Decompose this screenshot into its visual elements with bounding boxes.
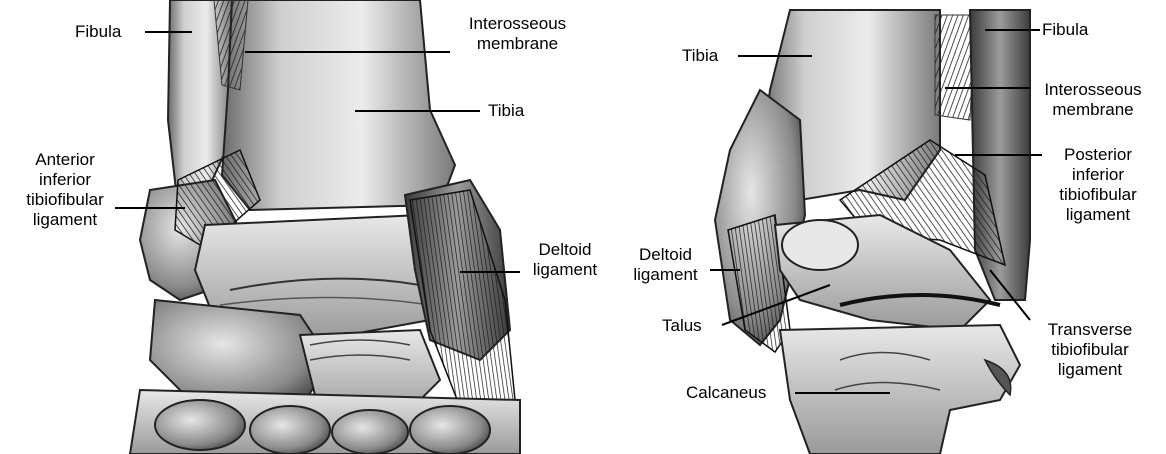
label-line: Deltoid — [520, 240, 610, 260]
label-line: ligament — [618, 265, 713, 285]
label-line: tibiofibular — [10, 190, 120, 210]
label-fibula-anterior: Fibula — [75, 22, 121, 42]
anterior-view-drawing — [130, 0, 520, 454]
label-line: Posterior — [1040, 145, 1156, 165]
label-interosseous-membrane-anterior: Interosseous membrane — [450, 14, 585, 54]
label-line: ligament — [1025, 360, 1155, 380]
label-line: membrane — [1028, 100, 1158, 120]
interosseous-membrane-posterior — [935, 15, 975, 120]
tibia-bone — [222, 0, 455, 210]
label-line: ligament — [520, 260, 610, 280]
calcaneus-bone — [780, 325, 1020, 454]
label-line: inferior — [1040, 165, 1156, 185]
label-tibia-anterior: Tibia — [488, 101, 524, 121]
label-transverse-tibiofibular-ligament: Transverse tibiofibular ligament — [1025, 320, 1155, 380]
label-posterior-inferior-tibiofibular-ligament: Posterior inferior tibiofibular ligament — [1040, 145, 1156, 225]
label-line: tibiofibular — [1025, 340, 1155, 360]
label-line: tibiofibular — [1040, 185, 1156, 205]
label-line: membrane — [450, 34, 585, 54]
label-line: inferior — [10, 170, 120, 190]
label-tibia-posterior: Tibia — [682, 46, 718, 66]
label-calcaneus: Calcaneus — [686, 383, 766, 403]
label-anterior-inferior-tibiofibular-ligament: Anterior inferior tibiofibular ligament — [10, 150, 120, 230]
label-line: Anterior — [10, 150, 120, 170]
label-fibula-posterior: Fibula — [1042, 20, 1088, 40]
label-line: Deltoid — [618, 245, 713, 265]
label-line: Interosseous — [450, 14, 585, 34]
label-line: Transverse — [1025, 320, 1155, 340]
label-line: ligament — [10, 210, 120, 230]
label-line: ligament — [1040, 205, 1156, 225]
label-interosseous-membrane-posterior: Interosseous membrane — [1028, 80, 1158, 120]
label-deltoid-ligament-anterior: Deltoid ligament — [520, 240, 610, 280]
label-deltoid-ligament-posterior: Deltoid ligament — [618, 245, 713, 285]
label-talus: Talus — [662, 316, 702, 336]
label-line: Interosseous — [1028, 80, 1158, 100]
